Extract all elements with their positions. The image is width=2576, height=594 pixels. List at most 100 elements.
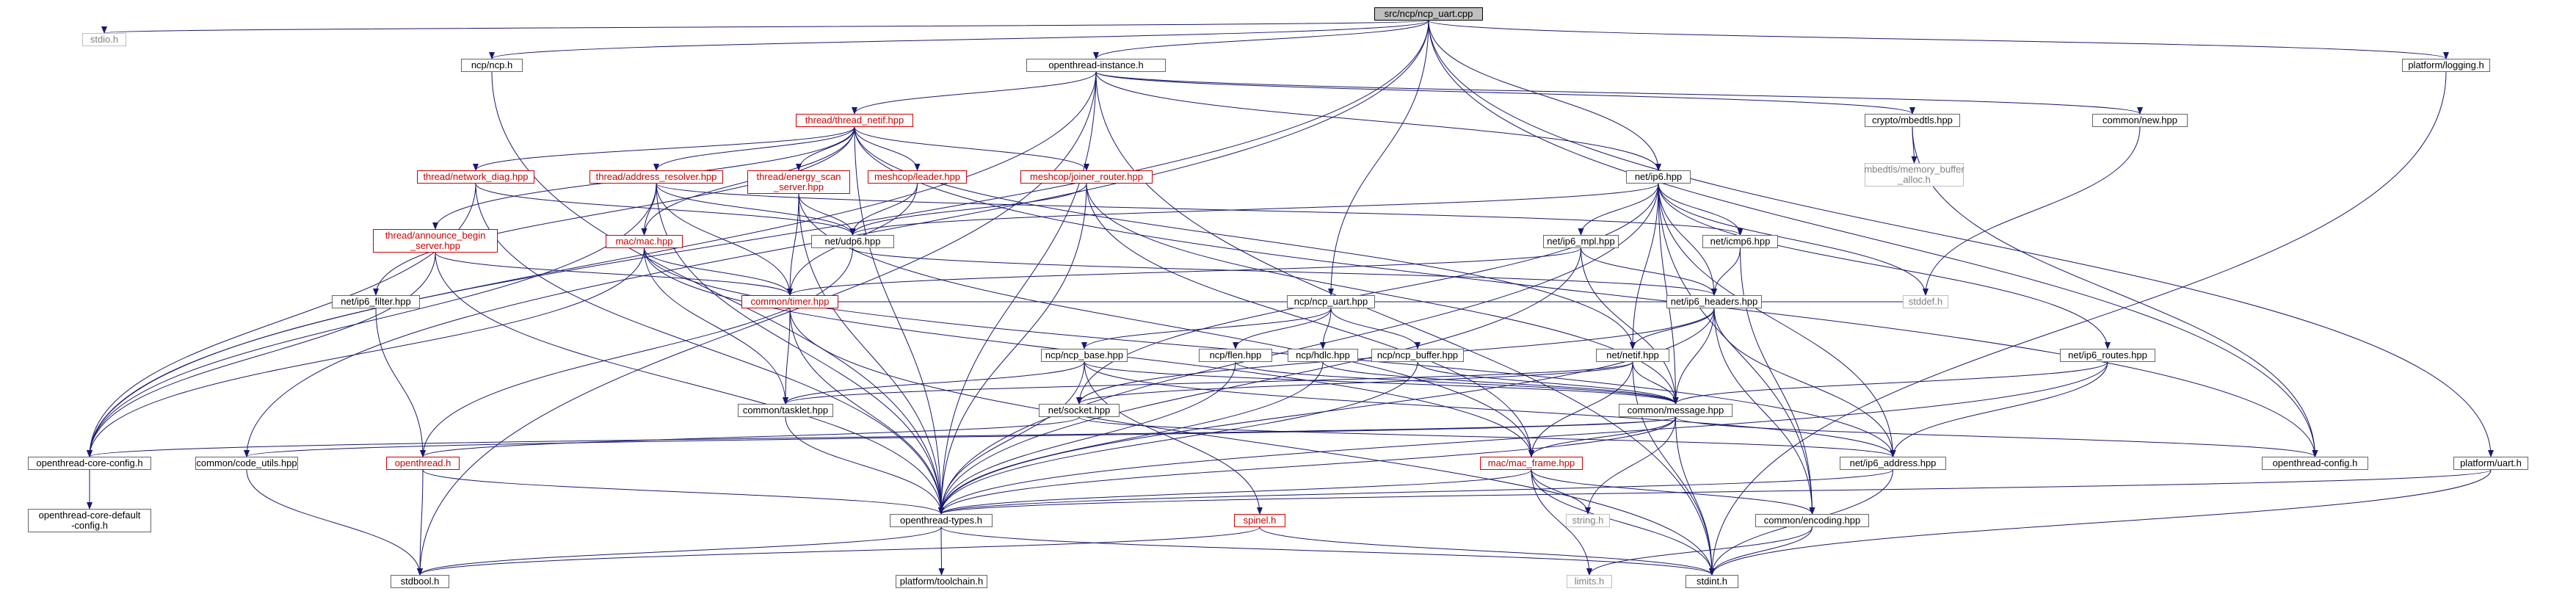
edge-net-ip6-to-net-netif [1630,183,1659,349]
edge-root-to-ot-config [1428,20,2318,457]
node-ncp-buffer[interactable]: ncp/ncp_buffer.hpp [1371,349,1464,362]
edge-mbedtls-to-ot-config [1912,126,2318,457]
node-plat-logging[interactable]: platform/logging.h [2402,59,2490,72]
node-ip6-address[interactable]: net/ip6_address.hpp [1840,457,1946,470]
node-toolchain[interactable]: platform/toolchain.h [896,575,987,588]
edge-net-socket-to-ip6-address [1078,416,1896,457]
edge-common-message-to-mac-frame [1528,416,1676,457]
node-joiner-router[interactable]: meshcop/joiner_router.hpp [1020,170,1153,184]
node-net-netif[interactable]: net/netif.hpp [1596,349,1669,362]
node-label-line: _server.hpp [410,240,460,251]
edge-instance-to-thread-netif [852,71,1097,115]
node-ncp-h[interactable]: ncp/ncp.h [461,59,523,72]
edge-ip6-mpl-to-ip6-headers [1581,247,1717,296]
edge-thread-netif-to-ot-types [854,126,944,515]
edge-root-to-plat-uart [1428,20,2494,457]
edge-mac-mac-to-common-timer [644,247,793,296]
node-core-config[interactable]: openthread-core-config.h [28,457,151,470]
edge-mac-frame-to-stdint [1531,469,1715,576]
edge-thread-netif-to-addr-resolver [653,126,855,171]
node-meshcop-leader[interactable]: meshcop/leader.hpp [868,170,967,184]
edge-net-ip6-to-encoding [1658,183,1815,515]
edge-network-diag-to-net-udp6 [475,183,856,236]
node-ot-config[interactable]: openthread-config.h [2262,457,2368,470]
node-announce-begin[interactable]: thread/announce_begin_server.hpp [373,229,498,253]
edge-spinel-to-stdint [1259,526,1715,576]
edge-root-to-instance [1093,20,1429,59]
edge-net-netif-to-stdint [1632,361,1715,576]
edge-openthread-h-to-stdbool [417,469,424,576]
edge-code-utils-to-stdbool [246,469,423,576]
node-network-diag[interactable]: thread/network_diag.hpp [417,170,534,184]
node-label-line: mbedtls/memory_buffer [1864,164,1964,175]
node-ncp-base[interactable]: ncp/ncp_base.hpp [1041,349,1128,362]
edge-common-timer-to-ot-types [789,308,944,515]
edge-ncp-uart-hpp-to-ncp-base [1081,308,1332,349]
edge-ip6-mpl-to-ot-types [938,247,1581,515]
node-encoding[interactable]: common/encoding.hpp [1755,514,1869,527]
node-addr-resolver[interactable]: thread/address_resolver.hpp [589,170,723,184]
edge-ncp-uart-hpp-to-ncp-flen [1233,308,1332,349]
edge-meshcop-leader-to-net-udp6 [849,183,918,236]
node-common-new[interactable]: common/new.hpp [2092,114,2188,127]
edge-net-icmp6-to-encoding [1740,247,1815,515]
edge-net-socket-to-openthread-h [420,416,1080,457]
node-mbedtls[interactable]: crypto/mbedtls.hpp [1865,114,1960,127]
edge-net-ip6-to-common-message [1658,183,1679,405]
edge-encoding-to-limits [1586,526,1813,576]
node-code-utils[interactable]: common/code_utils.hpp [195,457,298,470]
node-net-ip6[interactable]: net/ip6.hpp [1626,170,1691,184]
node-ncp-flen[interactable]: ncp/flen.hpp [1199,349,1272,362]
edge-plat-logging-to-stdint [1709,71,2447,576]
edge-thread-netif-to-net-netif [854,126,1636,349]
node-net-udp6[interactable]: net/udp6.hpp [811,235,894,248]
node-thread-netif[interactable]: thread/thread_netif.hpp [796,114,913,127]
node-net-icmp6[interactable]: net/icmp6.hpp [1702,235,1778,248]
node-ip6-filter[interactable]: net/ip6_filter.hpp [332,295,420,308]
node-plat-uart[interactable]: platform/uart.h [2453,457,2528,470]
node-ncp-hdlc[interactable]: ncp/hdlc.hpp [1288,349,1358,362]
edge-thread-netif-to-network-diag [473,126,855,171]
node-label-line: _alloc.h [1898,174,1931,185]
edge-ot-types-to-stdint [940,526,1715,576]
edge-instance-to-stdint [1095,71,1715,576]
node-instance[interactable]: openthread-instance.h [1026,59,1166,72]
node-openthread-h[interactable]: openthread.h [386,457,460,470]
edge-addr-resolver-to-ot-types [656,183,944,515]
node-mac-frame[interactable]: mac/mac_frame.hpp [1480,457,1583,470]
edge-root-to-core-config [87,20,1429,457]
node-label-line: thread/energy_scan [756,171,841,182]
node-ip6-routes[interactable]: net/ip6_routes.hpp [2060,349,2155,362]
node-stdint[interactable]: stdint.h [1686,575,1738,588]
edge-net-ip6-to-net-udp6 [849,183,1659,236]
edge-tasklet-to-ot-types [785,416,944,515]
edge-ncp-flen-to-ot-types [938,361,1236,515]
edge-common-message-to-code-utils [244,416,1676,457]
edge-mac-mac-to-core-config [87,247,645,457]
node-spinel[interactable]: spinel.h [1234,514,1285,527]
edge-thread-netif-to-joiner-router [854,126,1089,171]
edge-plat-uart-to-stdint [1709,469,2492,576]
node-ip6-mpl[interactable]: net/ip6_mpl.hpp [1543,235,1619,248]
node-tasklet[interactable]: common/tasklet.hpp [738,404,833,417]
node-ncp-uart-hpp[interactable]: ncp/ncp_uart.hpp [1287,295,1375,308]
edge-root-to-stdio [102,20,1429,34]
node-common-timer[interactable]: common/timer.hpp [741,295,838,308]
node-core-default[interactable]: openthread-core-default-config.h [28,509,151,532]
node-ip6-headers[interactable]: net/ip6_headers.hpp [1666,295,1762,308]
edge-thread-netif-to-meshcop-leader [854,126,921,171]
edge-ip6-headers-to-ip6-address [1713,308,1896,457]
edge-ncp-hdlc-to-ot-types [938,361,1324,515]
node-net-socket[interactable]: net/socket.hpp [1039,404,1120,417]
node-mac-mac[interactable]: mac/mac.hpp [606,235,683,248]
node-energy-scan[interactable]: thread/energy_scan_server.hpp [747,170,850,194]
edge-instance-to-common-new [1095,71,2143,115]
edge-spinel-to-stdbool [417,526,1260,576]
edge-announce-begin-to-ot-types [435,252,944,515]
edge-net-ip6-to-stddef [1658,183,1929,296]
edge-network-diag-to-ot-types [475,183,944,515]
node-common-message[interactable]: common/message.hpp [1619,404,1733,417]
edge-energy-scan-to-ot-types [798,193,944,515]
node-stdbool[interactable]: stdbool.h [391,575,449,588]
node-ot-types[interactable]: openthread-types.h [890,514,993,527]
